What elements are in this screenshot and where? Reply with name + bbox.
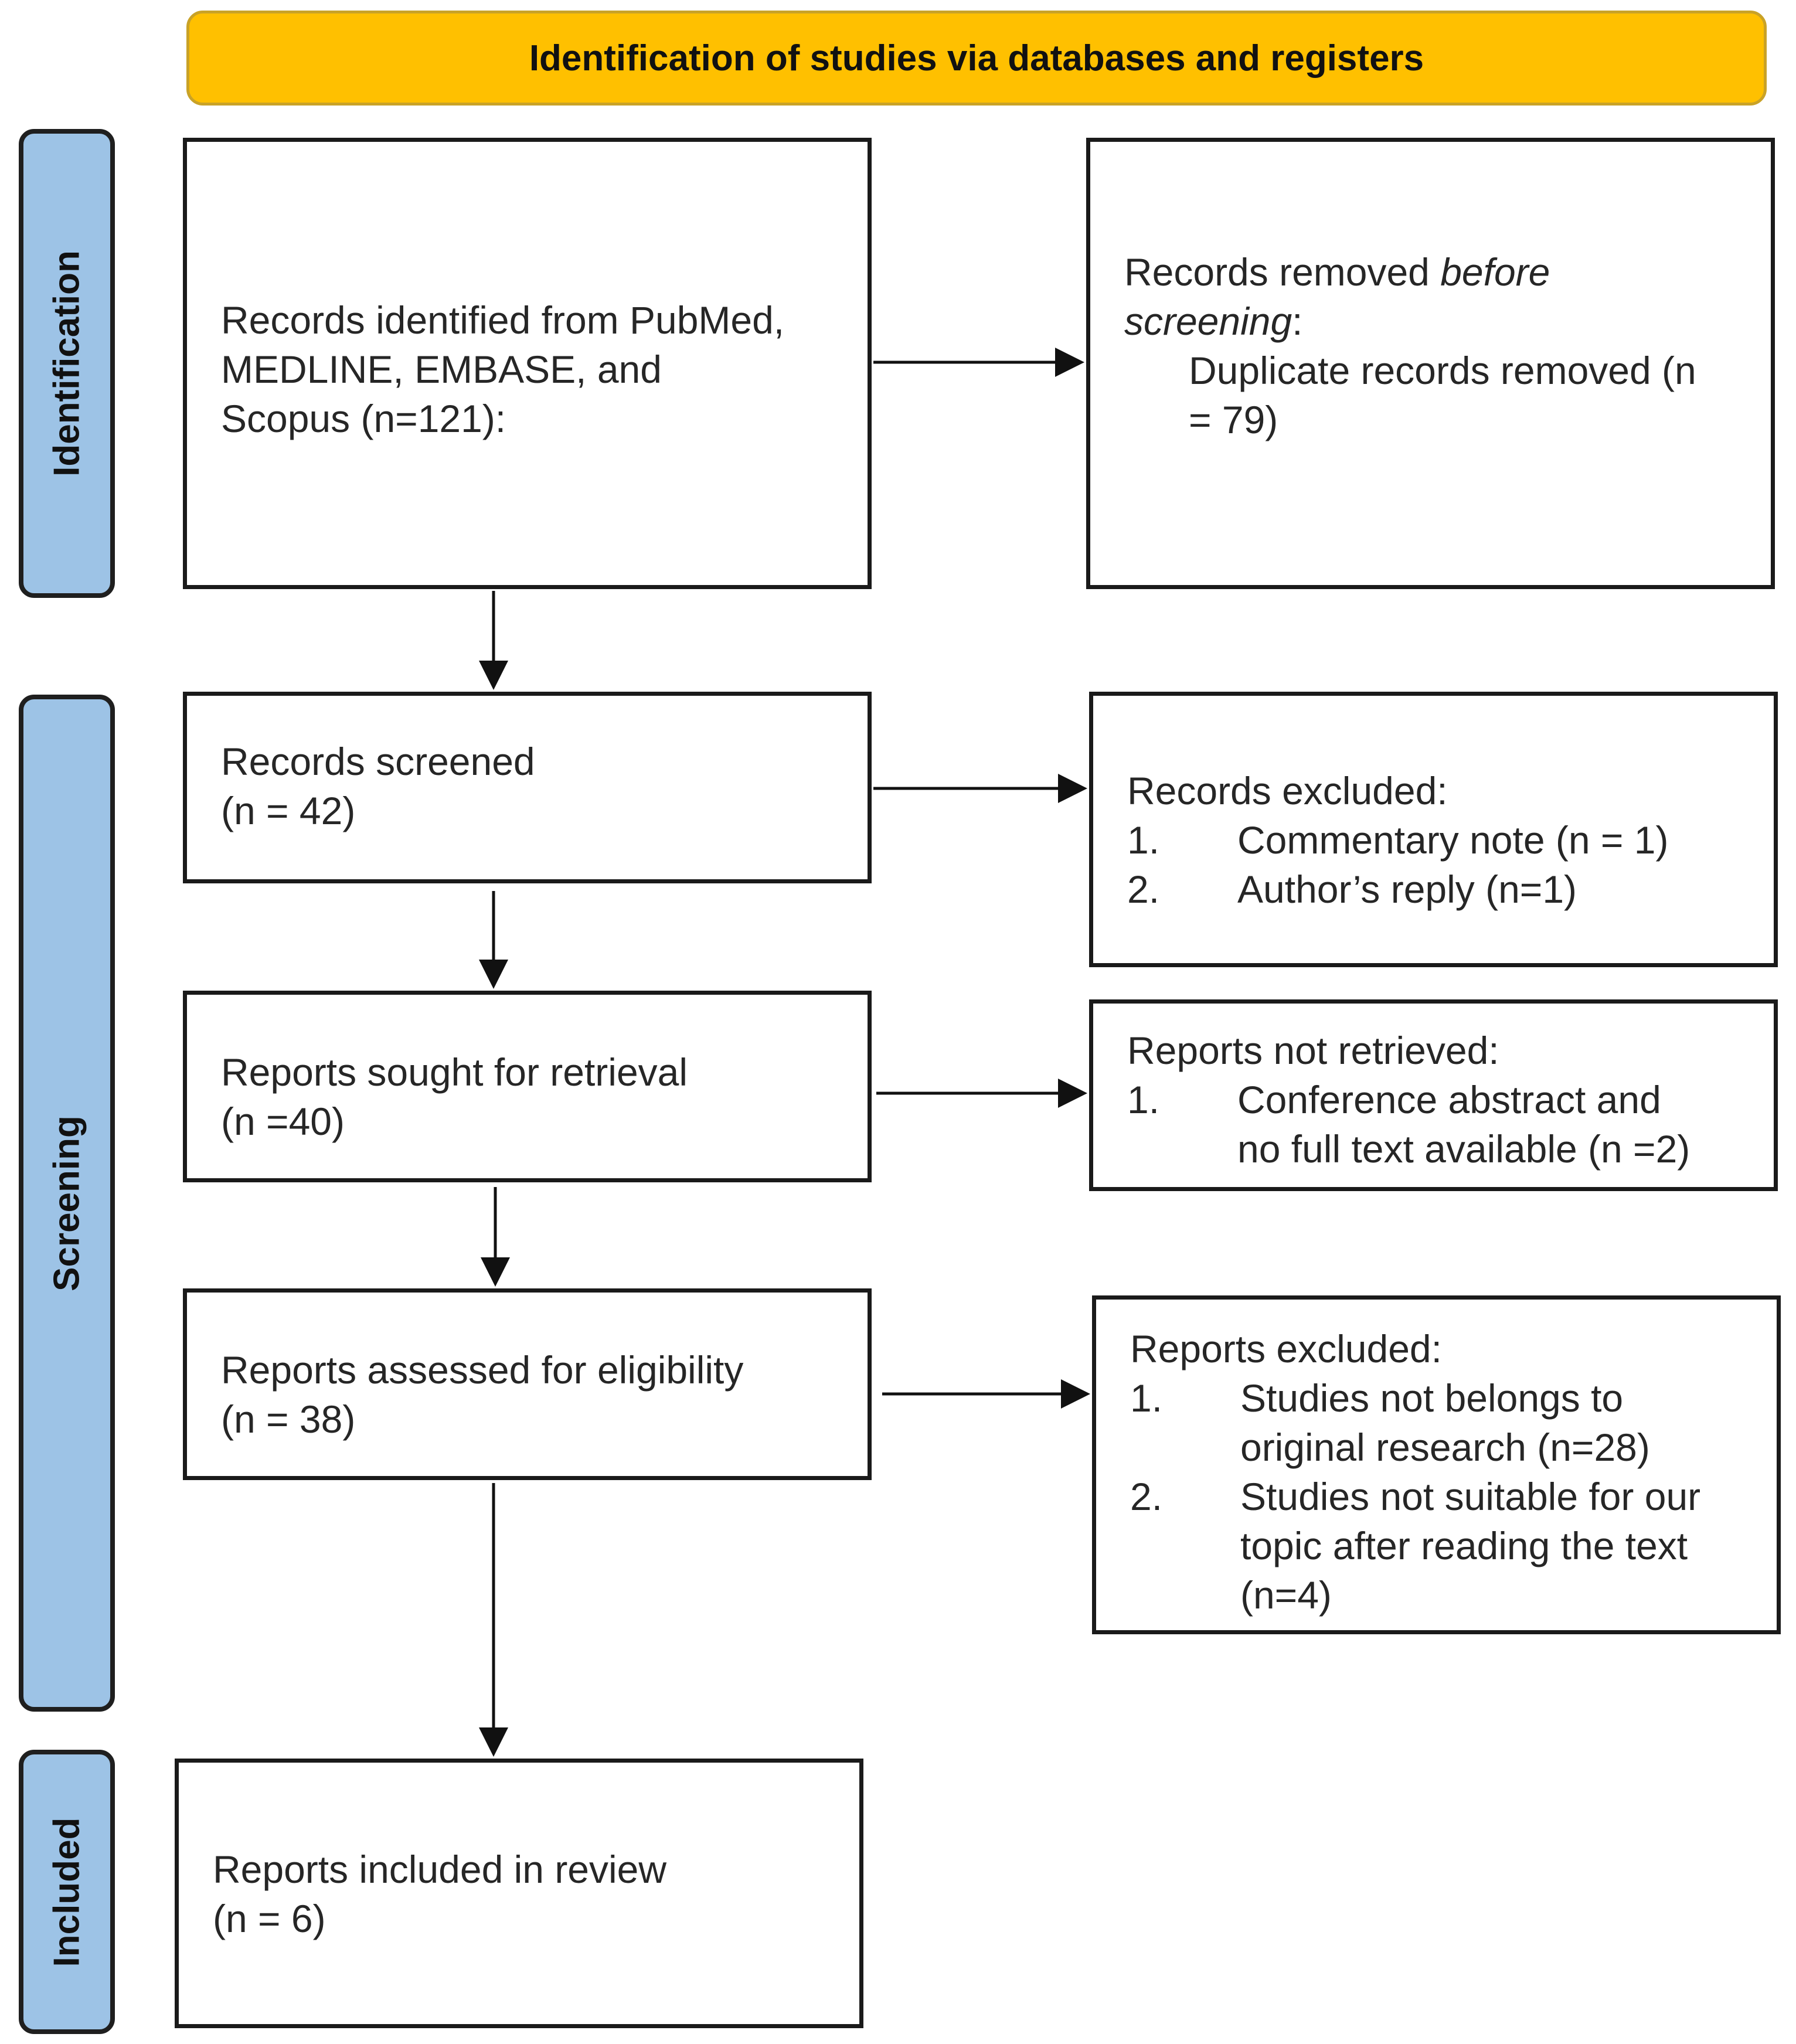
duplicate-records-line: Duplicate records removed (n — [1189, 349, 1696, 392]
duplicate-records-line: = 79) — [1189, 398, 1278, 441]
item-text: Studies not suitable for our — [1240, 1475, 1701, 1518]
reports-assessed-line: (n = 38) — [221, 1397, 356, 1441]
item-text: Author’s reply (n=1) — [1237, 868, 1577, 911]
item-text: Commentary note (n = 1) — [1237, 818, 1669, 862]
reports-sought-box: Reports sought for retrieval (n =40) — [183, 991, 872, 1182]
item-number: 1. — [1130, 1376, 1163, 1420]
reports-assessed-line: Reports assessed for eligibility — [221, 1348, 744, 1392]
item-text: Conference abstract and — [1237, 1078, 1661, 1121]
records-excluded-box: Records excluded: 1. Commentary note (n … — [1089, 692, 1778, 967]
records-screened-line: Records screened — [221, 740, 535, 783]
reports-not-retrieved-item: 1. Conference abstract and no full text … — [1127, 1075, 1750, 1174]
reports-included-box: Reports included in review (n = 6) — [175, 1759, 863, 2028]
records-identified-line: MEDLINE, EMBASE, and — [221, 348, 662, 391]
reports-excluded-title: Reports excluded: — [1130, 1327, 1442, 1370]
reports-assessed-box: Reports assessed for eligibility (n = 38… — [183, 1288, 872, 1480]
records-identified-box: Records identified from PubMed, MEDLINE,… — [183, 138, 872, 589]
item-text: original research (n=28) — [1240, 1426, 1650, 1469]
reports-sought-line: Reports sought for retrieval — [221, 1050, 688, 1094]
header-title: Identification of studies via databases … — [529, 38, 1424, 79]
item-number: 2. — [1130, 1475, 1163, 1518]
reports-excluded-item: 1. Studies not belongs to original resea… — [1130, 1373, 1753, 1472]
records-removed-heading-line: screening: — [1124, 297, 1747, 346]
records-removed-heading-line: Records removed before — [1124, 247, 1747, 297]
identification-header: Identification of studies via databases … — [186, 11, 1767, 106]
reports-not-retrieved-title: Reports not retrieved: — [1127, 1029, 1499, 1072]
reports-not-retrieved-box: Reports not retrieved: 1. Conference abs… — [1089, 999, 1778, 1191]
item-text: no full text available (n =2) — [1237, 1127, 1690, 1171]
records-removed-label: Records removed — [1124, 250, 1441, 294]
phase-included: Included — [19, 1750, 115, 2034]
reports-excluded-item: 2. Studies not suitable for our topic af… — [1130, 1472, 1753, 1620]
records-removed-screening-italic: screening — [1124, 300, 1292, 343]
records-excluded-item: 2. Author’s reply (n=1) — [1127, 865, 1750, 914]
records-identified-line: Records identified from PubMed, — [221, 298, 785, 342]
item-number: 1. — [1127, 818, 1160, 862]
reports-excluded-box: Reports excluded: 1. Studies not belongs… — [1092, 1295, 1781, 1634]
records-screened-line: (n = 42) — [221, 789, 356, 832]
records-excluded-title: Records excluded: — [1127, 769, 1448, 812]
records-identified-line: Scopus (n=121): — [221, 397, 506, 440]
records-removed-before-italic: before — [1440, 250, 1550, 294]
records-removed-box: Records removed before screening: Duplic… — [1086, 138, 1775, 589]
records-screened-box: Records screened (n = 42) — [183, 692, 872, 883]
phase-screening: Screening — [19, 695, 115, 1712]
records-excluded-item: 1. Commentary note (n = 1) — [1127, 815, 1750, 865]
reports-sought-line: (n =40) — [221, 1100, 345, 1143]
item-text: (n=4) — [1240, 1573, 1332, 1617]
records-removed-colon: : — [1292, 300, 1303, 343]
reports-included-line: (n = 6) — [213, 1897, 326, 1940]
reports-included-line: Reports included in review — [213, 1848, 667, 1891]
item-number: 1. — [1127, 1078, 1160, 1121]
item-text: Studies not belongs to — [1240, 1376, 1624, 1420]
phase-identification: Identification — [19, 129, 115, 598]
item-number: 2. — [1127, 868, 1160, 911]
item-text: topic after reading the text — [1240, 1524, 1688, 1567]
